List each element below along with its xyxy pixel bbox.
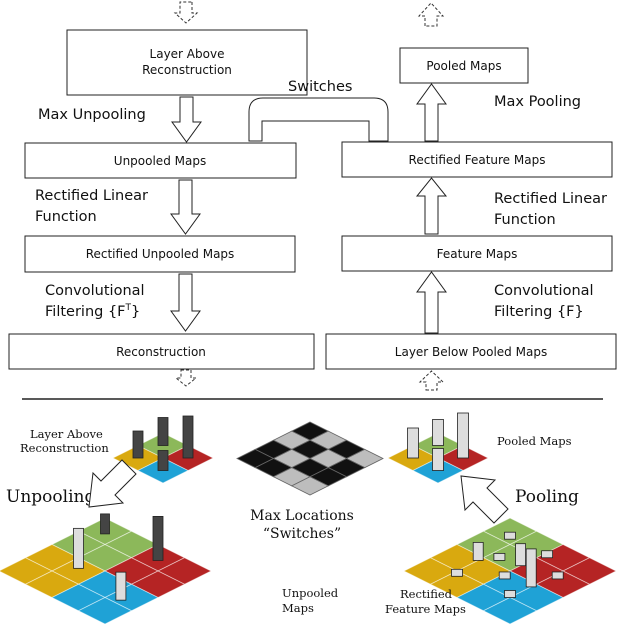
label-max-locations: Max Locations“Switches” [250,508,354,542]
activation-bar [551,571,564,580]
down-arrow-icon [170,273,201,332]
label-pooling: Pooling [515,487,579,507]
label-max-unpooling: Max Unpooling [38,107,146,123]
up-arrow-icon [416,83,447,142]
activation-bar [432,419,444,446]
up-left-arrow-icon [460,475,509,524]
activation-bar [472,542,484,561]
conv-left-close: } [131,304,140,320]
box-label: Rectified Feature Maps [409,153,546,167]
box-reconstruction: Reconstruction [8,333,315,370]
activation-bar [457,412,469,459]
box-feature-maps: Feature Maps [341,235,613,272]
box-layer-below-pooled-maps: Layer Below Pooled Maps [325,333,617,370]
label-unpooling: Unpooling [6,487,95,507]
up-arrow-icon [415,177,448,235]
conv-left-line2: Filtering {F [45,304,126,320]
up-arrow-icon [416,271,447,334]
box-label: Feature Maps [437,247,518,261]
activation-bar [432,448,444,471]
big-grid-right-cell [482,597,538,625]
down-arrow-icon [171,96,202,143]
down-arrow-icon [170,179,201,235]
activation-bar [504,590,516,598]
dashed-arrow-icon [173,1,199,24]
label-max-pooling: Max Pooling [494,94,581,110]
dashed-arrow-icon [417,2,445,27]
box-label: Reconstruction [116,345,206,359]
activation-bar [157,450,169,471]
illustrations [0,412,617,625]
activation-bar [115,571,127,601]
activation-bar [157,417,169,446]
activation-bar [100,513,110,535]
conv-left-sup: T [125,303,132,313]
activation-bar [493,553,506,561]
switch-cell [290,476,330,496]
box-rectified-feature-maps: Rectified Feature Maps [341,141,613,178]
label-bottom-pooled-maps: Pooled Maps [497,434,572,448]
dashed-arrow-icon [418,370,445,391]
box-pooled-maps: Pooled Maps [399,47,529,84]
box-label: Layer Below Pooled Maps [395,345,547,359]
box-rectified-unpooled-maps: Rectified Unpooled Maps [24,235,296,273]
down-left-arrow-icon [88,459,137,508]
activation-bar [451,568,463,577]
box-unpooled-maps: Unpooled Maps [24,142,297,179]
label-convolutional-left: Convolutional Filtering {FT} [45,283,149,320]
activation-bar [525,548,537,588]
activation-bar [407,427,419,459]
activation-bar [73,527,84,569]
switches-connector [248,97,389,142]
activation-bar [182,415,194,459]
label-switches: Switches [288,79,352,95]
big-grid-left-cell [77,597,133,625]
activation-bar [504,531,516,540]
activation-bar [515,543,526,567]
box-label: Unpooled Maps [114,154,206,168]
activation-bar [541,550,553,559]
activation-bar [152,516,164,561]
dashed-arrow-icon [174,369,198,387]
activation-bar [498,571,511,580]
activation-bar [132,430,144,459]
box-label: Rectified Unpooled Maps [86,247,235,261]
box-label: Pooled Maps [426,59,501,73]
conv-left-line1: Convolutional [45,283,145,299]
